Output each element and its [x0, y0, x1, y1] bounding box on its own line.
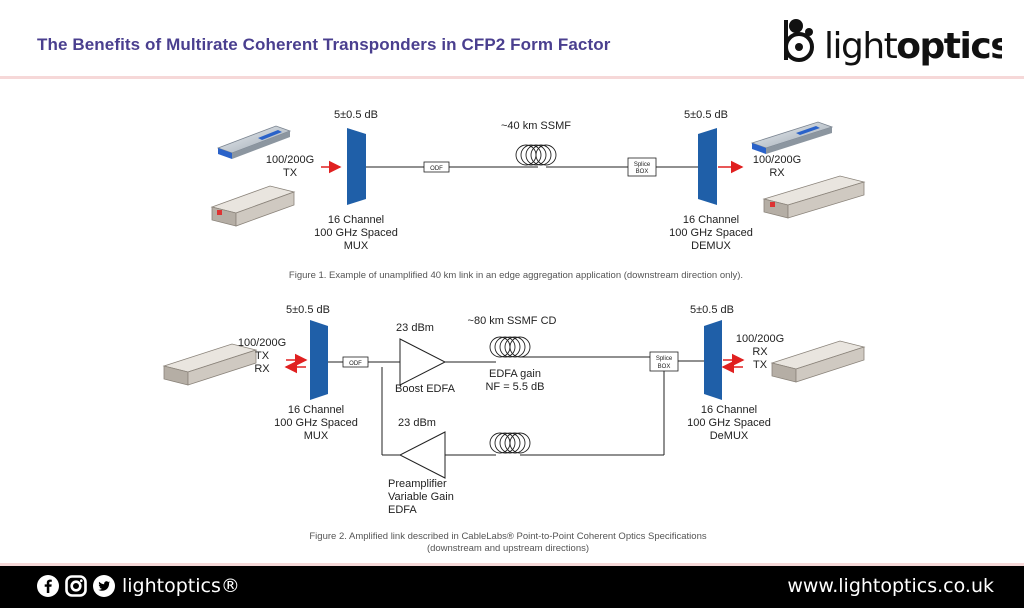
- mux-caption: 16 Channel: [328, 214, 384, 226]
- preamp-label: Variable Gain: [388, 491, 454, 503]
- figure-2-caption: (downstream and upstream directions): [427, 543, 589, 554]
- logo-text-bold: optics: [896, 26, 1002, 67]
- demux-caption: 100 GHz Spaced: [687, 417, 771, 429]
- odf-label: ODF: [349, 361, 362, 367]
- edfa-gain-label: EDFA gain: [489, 368, 541, 380]
- odf-label: ODF: [430, 166, 443, 172]
- demux-device: [704, 320, 722, 400]
- tx-label: TX: [283, 167, 298, 179]
- sfp-module-rx-image: [750, 121, 834, 154]
- header-divider: [0, 76, 1024, 79]
- right-rx-label: RX: [752, 346, 768, 358]
- demux-caption: 16 Channel: [701, 404, 757, 416]
- mux-caption: 100 GHz Spaced: [274, 417, 358, 429]
- link-diagrams: 100/200G TX 5±0.5 dB ODF ~40 km SSMF Spl…: [162, 109, 866, 554]
- fiber-spool-icon: [489, 336, 531, 358]
- left-tx-label: TX: [255, 350, 270, 362]
- splice-label: BOX: [636, 169, 649, 175]
- demux-caption: 100 GHz Spaced: [669, 227, 753, 239]
- sfp-module-tx-image: [216, 125, 292, 159]
- website-link[interactable]: www.lightoptics.co.uk: [787, 575, 994, 597]
- mux-device: [310, 320, 328, 400]
- mux-caption: 16 Channel: [288, 404, 344, 416]
- instagram-icon[interactable]: [65, 575, 87, 597]
- splice-label: Splice: [656, 356, 673, 362]
- lightoptics-logo: lightoptics: [784, 19, 1002, 67]
- demux-device: [698, 128, 717, 205]
- cfp2-module-right-image: [770, 340, 866, 383]
- mux-device: [347, 128, 366, 205]
- rx-label: RX: [769, 167, 785, 179]
- figure-2: 100/200G TX RX 5±0.5 dB ODF 23 dBm Boost…: [162, 304, 866, 554]
- preamp-label: EDFA: [388, 504, 417, 516]
- demux-caption: DEMUX: [691, 240, 731, 252]
- mux-caption: MUX: [304, 430, 329, 442]
- figure-1-caption: Figure 1. Example of unamplified 40 km l…: [289, 270, 743, 281]
- edfa-nf-label: NF = 5.5 dB: [485, 381, 544, 393]
- right-rate-label: 100/200G: [736, 333, 784, 345]
- boost-edfa-amplifier: [399, 338, 447, 386]
- mux-loss-label: 5±0.5 dB: [334, 109, 378, 121]
- left-rate-label: 100/200G: [238, 337, 286, 349]
- cfp2-module-tx-image: [210, 185, 296, 227]
- demux-caption: DeMUX: [710, 430, 749, 442]
- mux-loss-label: 5±0.5 dB: [286, 304, 330, 316]
- right-tx-label: TX: [753, 359, 768, 371]
- figure-2-caption: Figure 2. Amplified link described in Ca…: [309, 531, 706, 542]
- footer-brand: lightoptics®: [122, 575, 240, 597]
- logo-text-light: light: [824, 26, 898, 67]
- mux-caption: 100 GHz Spaced: [314, 227, 398, 239]
- twitter-icon[interactable]: [93, 575, 115, 597]
- fiber-spool-icon: [515, 144, 557, 166]
- figure-1: 100/200G TX 5±0.5 dB ODF ~40 km SSMF Spl…: [210, 109, 866, 281]
- svg-text:lightoptics: lightoptics: [824, 26, 1002, 67]
- page-title: The Benefits of Multirate Coherent Trans…: [37, 35, 611, 54]
- footer-bar: lightoptics® www.lightoptics.co.uk: [0, 566, 1024, 608]
- boost-edfa-label: Boost EDFA: [395, 383, 456, 395]
- splice-label: BOX: [658, 364, 671, 370]
- preamp-power-label: 23 dBm: [398, 417, 436, 429]
- facebook-icon[interactable]: [37, 575, 59, 597]
- footer-divider: [0, 563, 1024, 566]
- splice-label: Splice: [634, 162, 651, 168]
- cfp2-module-left-image: [162, 343, 258, 386]
- mux-caption: MUX: [344, 240, 369, 252]
- demux-loss-label: 5±0.5 dB: [690, 304, 734, 316]
- fiber-spool-return-icon: [489, 432, 531, 454]
- preamp-label: Preamplifier: [388, 478, 447, 490]
- demux-caption: 16 Channel: [683, 214, 739, 226]
- fiber-length-label: ~80 km SSMF CD: [468, 315, 557, 327]
- left-rx-label: RX: [254, 363, 270, 375]
- tx-rate-label: 100/200G: [266, 154, 314, 166]
- rx-rate-label: 100/200G: [753, 154, 801, 166]
- logo-mark-icon: [784, 19, 814, 62]
- preamp-edfa-amplifier: [398, 431, 446, 479]
- cfp2-module-rx-image: [762, 175, 866, 219]
- boost-power-label: 23 dBm: [396, 322, 434, 334]
- demux-loss-label: 5±0.5 dB: [684, 109, 728, 121]
- fiber-length-label: ~40 km SSMF: [501, 120, 571, 132]
